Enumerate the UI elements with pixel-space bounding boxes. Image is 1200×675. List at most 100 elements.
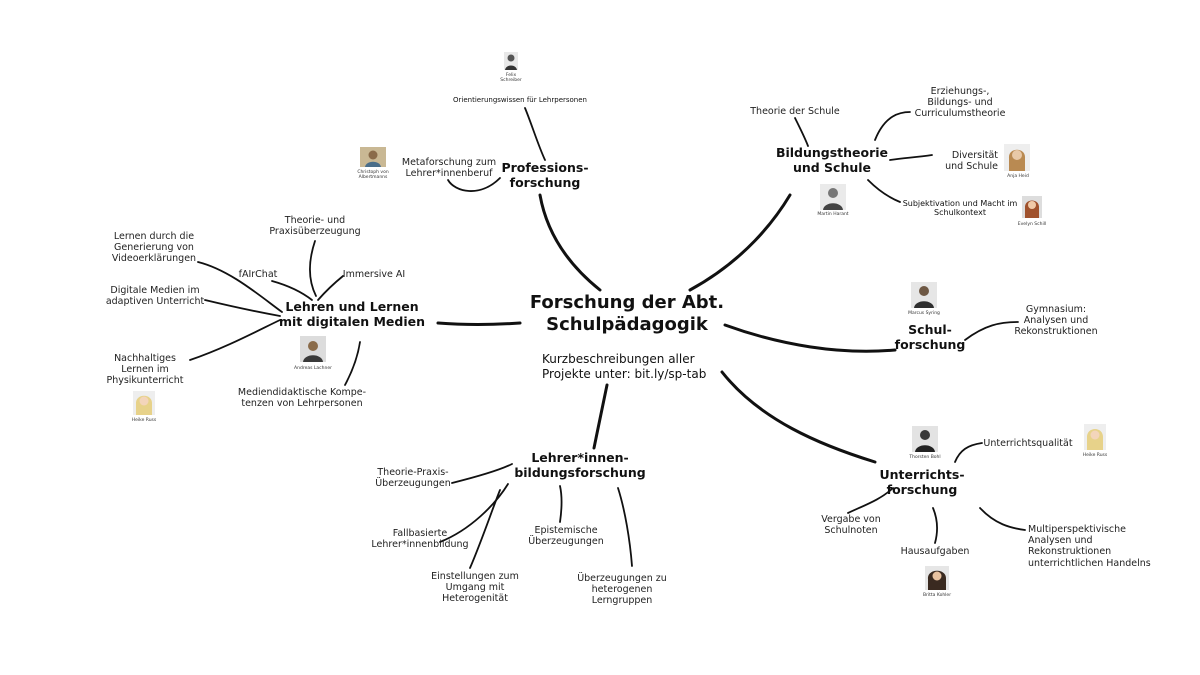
heading-line: Schul- [908,322,952,337]
label-line: heterogenen [591,584,653,596]
label-theorie-praxis-ll: Theorie- und Praxisüberzeugung [265,215,365,237]
label-digitale-medien: Digitale Medien im adaptiven Unterricht [100,285,210,307]
line-diversitaet [889,154,933,161]
line-theorie-schule [794,117,809,147]
line-subjektivation [867,179,901,203]
line-nachhaltig [189,319,281,361]
label-line: Diversität [951,150,998,161]
person-martin: Martin Harant [817,212,849,217]
person-anja: Anja Heid [1007,174,1029,179]
label-theorie-schule: Theorie der Schule [750,106,840,117]
label-line: Schulnoten [824,525,878,537]
heading-line: Professions- [501,160,589,175]
label-line: Generierung von [114,242,194,254]
line-erziehung [874,111,911,141]
caption-line: Felix [505,73,517,78]
heading-bildungstheorie: Bildungstheorie und Schule [770,145,894,176]
label-line: und Schule [945,161,998,173]
center-sub-line1: Kurzbeschreibungen aller [542,352,695,366]
label-line: Praxisüberzeugung [269,226,361,238]
label-line: adaptiven Unterricht [105,296,205,308]
label-line: Bildungs- und [927,97,993,109]
heading-schulforschung: Schul- forschung [890,322,970,353]
label-line: Überzeugungen [375,478,451,490]
line-immersive [317,275,344,301]
heading-line: Lehrer*innen- [531,450,629,465]
center-subtitle: Kurzbeschreibungen aller Projekte unter:… [542,352,706,382]
label-line: Analysen und [1028,535,1093,547]
caption-line: Christoph von [357,170,389,175]
label-einstellungen: Einstellungen zum Umgang mit Heterogenit… [425,571,525,605]
label-multi: Multiperspektivische Analysen und Rekons… [1028,524,1151,569]
person-thorsten: Thorsten Bohl [909,455,941,460]
label-line: Lehrer*innenbildung [371,539,469,551]
line-orientierungswissen [524,107,546,161]
label-line: Nachhaltiges [114,353,176,364]
line-epistemisch [559,485,563,523]
heading-lehren-lernen: Lehren und Lernen mit digitalen Medien [272,299,432,330]
label-line: Heterogenität [442,593,508,605]
label-line: Rekonstruktionen [1014,326,1098,338]
person-britta: Britta Kohler [922,593,952,598]
heading-line: forschung [509,174,581,190]
person-heike-uf: Heike Russ [1082,453,1108,458]
label-line: Physikunterricht [106,375,184,387]
branch-unterrichtsforschung [720,370,877,464]
avatar-christoph [360,147,386,167]
line-fairchat [271,280,313,301]
line-mediendidaktik [344,341,361,386]
label-line: Schulkontext [934,208,986,218]
line-lerngruppen [617,487,633,567]
heading-line: Lehren und Lernen [285,299,419,314]
center-sub-line2: Projekte unter: bit.ly/sp-tab [542,367,707,381]
label-line: Überzeugungen zu [577,573,667,584]
label-fairchat: fAIrChat [238,269,278,280]
label-line: Curriculumstheorie [914,108,1006,120]
label-epistemisch: Epistemische Überzeugungen [523,525,609,547]
label-mediendidaktik: Mediendidaktische Kompe- tenzen von Lehr… [232,387,372,409]
line-einstellungen [469,489,501,569]
person-felix: Felix Schreiber [491,73,531,84]
label-line: Subjektivation und Macht im [902,199,1018,208]
label-line: Rekonstruktionen [1028,546,1112,558]
center-title: Forschung der Abt. Schulpädagogik [512,292,742,336]
avatar-felix [504,52,518,70]
label-line: Lernen im [121,364,169,376]
label-line: Videoerklärungen [111,253,197,265]
label-line: Multiperspektivische [1028,524,1126,535]
avatar-heike-uf [1084,424,1106,450]
center-title-line2: Schulpädagogik [546,313,708,335]
line-theorie-praxis-ll [308,240,317,297]
label-immersive: Immersive AI [342,269,406,280]
avatar-andreas [300,336,326,362]
avatar-heike-ll [133,391,155,415]
label-metaforschung: Metaforschung zum Lehrer*innenberuf [394,157,504,179]
label-line: Metaforschung zum [401,157,497,168]
label-diversitaet: Diversität und Schule [928,150,998,172]
line-metaforschung [447,177,501,192]
label-line: Erziehungs-, [930,86,990,97]
center-title-line1: Forschung der Abt. [529,292,725,313]
avatar-marcus [911,282,937,308]
caption-line: Albertmanns [358,175,388,181]
heading-line: forschung [886,481,958,497]
person-heike-ll: Heike Russ [131,418,157,423]
heading-line: und Schule [792,159,872,175]
label-subjektivation: Subjektivation und Macht im Schulkontext [895,199,1025,218]
label-line: Digitale Medien im [110,285,200,296]
line-unterrichtsqualitaet [954,442,983,463]
label-hausaufgaben: Hausaufgaben [900,546,970,557]
heading-line: forschung [894,336,966,352]
line-theorie-praxis-lb [451,463,513,484]
caption-line: Schreiber [500,78,522,84]
person-andreas: Andreas Lachner [294,366,332,371]
branch-lehrerbildung [592,383,609,450]
line-vergabe [847,487,894,514]
label-unterrichtsqualitaet: Unterrichtsqualität [983,438,1073,449]
label-lerngruppen: Überzeugungen zu heterogenen Lerngruppen [567,573,677,607]
branch-bildungstheorie [688,193,792,292]
label-gymnasium: Gymnasium: Analysen und Rekonstruktionen [1010,304,1102,338]
label-fallbasiert: Fallbasierte Lehrer*innenbildung [365,528,475,550]
